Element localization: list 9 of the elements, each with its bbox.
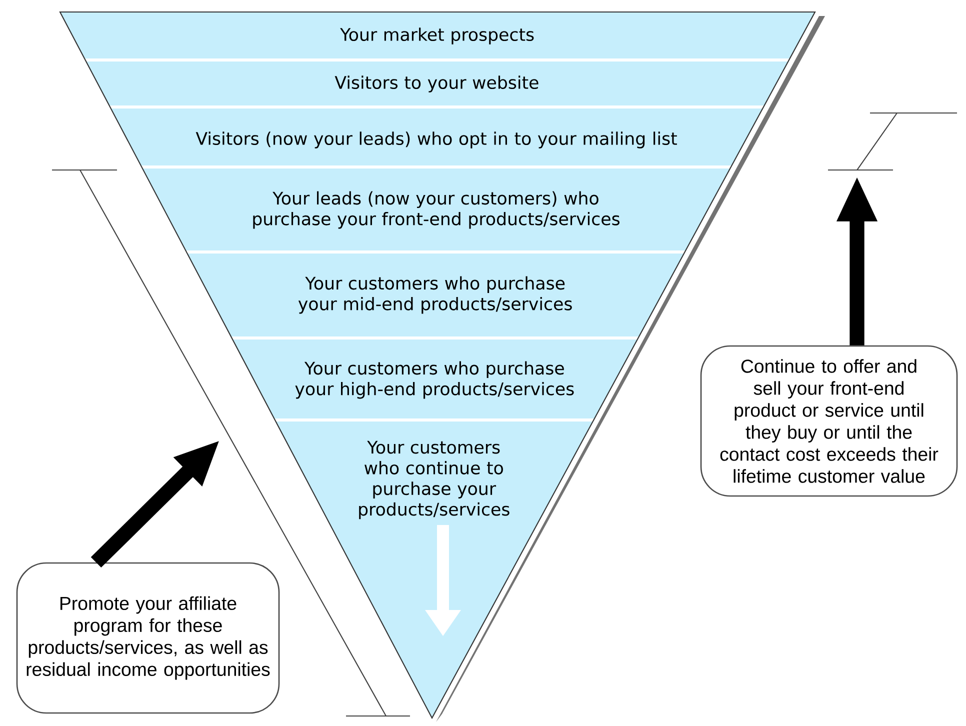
callout-box: Promote your affiliate program for these products/services, as well as residual income opportunities: [16, 562, 280, 714]
funnel-band: Your market prospects: [60, 12, 815, 58]
callout-box: Continue to offer and sell your front-end product or service until they buy or until the contact cost exceeds their lifetime customer value: [700, 345, 958, 497]
funnel-band: Your leads (now your customers) who purchase your front-end products/services: [142, 168, 730, 250]
funnel-band: Visitors (now your leads) who opt in to your mailing list: [110, 108, 763, 166]
funnel-band: Your customers who purchase your mid-end products/services: [187, 254, 684, 336]
funnel-band: Visitors to your website: [86, 62, 788, 106]
funnel-band: Your customers who purchase your high-end products/services: [232, 340, 638, 418]
funnel-band: Your customers who continue to purchase your products/services: [276, 422, 593, 718]
